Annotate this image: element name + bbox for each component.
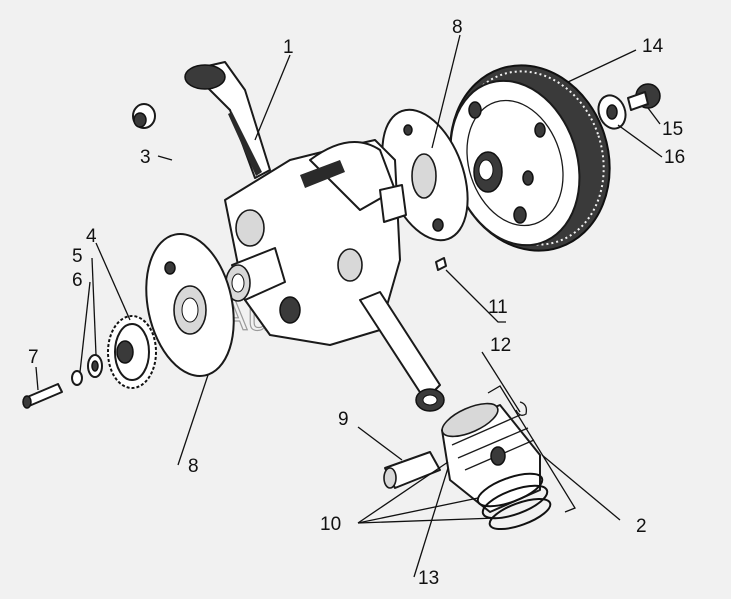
bolt-part <box>22 383 63 409</box>
leader-14 <box>567 49 637 83</box>
leader-10c <box>357 517 497 524</box>
connecting-rod-lower <box>359 291 445 412</box>
callout-12: 12 <box>490 335 511 356</box>
leader-8a <box>431 34 461 149</box>
callout-2: 2 <box>636 516 647 537</box>
callout-13: 13 <box>418 568 439 589</box>
callout-15: 15 <box>662 119 683 140</box>
callout-1: 1 <box>283 37 294 58</box>
piston-part <box>441 402 552 531</box>
circlip-part <box>515 401 528 416</box>
callout-10: 10 <box>320 514 341 535</box>
leader-7 <box>35 366 39 391</box>
callout-7: 7 <box>28 347 39 368</box>
callout-11: 11 <box>488 297 508 318</box>
washers-part <box>71 354 103 386</box>
callout-6: 6 <box>72 270 83 291</box>
lock-washer-part <box>597 94 627 130</box>
leader-16 <box>617 124 663 158</box>
callout-4: 4 <box>86 226 97 247</box>
leader-2 <box>541 454 621 521</box>
leader-lines <box>35 34 663 578</box>
leader-12 <box>481 351 521 413</box>
leader-3 <box>157 155 173 161</box>
leader-1 <box>254 54 291 141</box>
leader-10a <box>357 461 449 524</box>
leader-2-bracket <box>487 385 576 513</box>
piston-pin-part <box>383 451 441 489</box>
leader-9 <box>357 426 403 461</box>
leader-10b <box>357 497 479 524</box>
leader-11 <box>445 269 506 323</box>
callout-8b: 8 <box>188 456 199 477</box>
callout-3: 3 <box>140 147 151 168</box>
leader-4 <box>95 242 131 321</box>
leader-5 <box>91 257 97 356</box>
callout-9: 9 <box>338 409 349 430</box>
connecting-rod-upper <box>184 61 271 179</box>
flywheel-bolt-part <box>627 83 661 111</box>
lower-plate-part <box>145 233 235 377</box>
callout-5: 5 <box>72 246 83 267</box>
leader-15 <box>647 107 661 125</box>
bushing-part <box>132 103 156 129</box>
leader-6 <box>79 281 91 373</box>
dowel-pin-part <box>435 257 447 271</box>
callouts: 1 2 3 4 5 6 7 8 8 9 10 11 12 13 14 15 16 <box>28 17 685 589</box>
flywheel-part <box>449 64 611 252</box>
timing-gear-part <box>107 315 157 389</box>
callout-14: 14 <box>642 36 664 57</box>
callout-8a: 8 <box>452 17 463 38</box>
leader-13 <box>413 467 449 578</box>
crankshaft-part <box>224 139 407 346</box>
leader-8b <box>177 374 209 466</box>
callout-16: 16 <box>664 147 685 168</box>
